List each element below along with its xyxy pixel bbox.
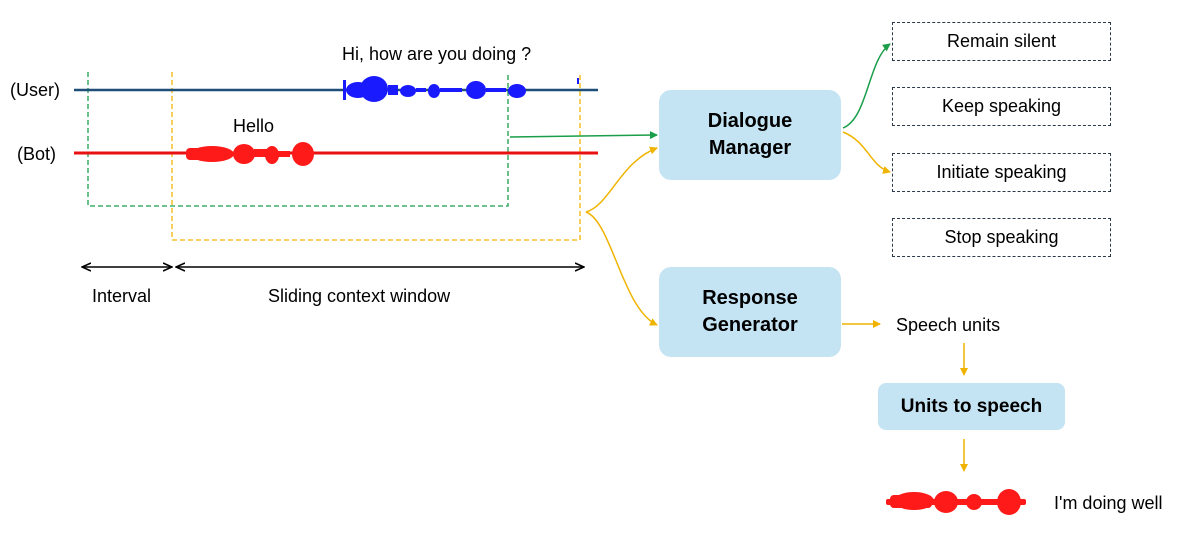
user-utterance: Hi, how are you doing ? [342, 44, 532, 64]
yellow-arrow-to-response-generator [585, 211, 658, 326]
bot-label: (Bot) [17, 144, 57, 164]
sliding-window-label: Sliding context window [268, 286, 451, 306]
speech-units-label: Speech units [896, 315, 1001, 335]
units-to-speech-box: Units to speech [878, 383, 1065, 430]
sliding-context-window-bracket [171, 72, 581, 241]
green-arrow-to-dialogue-manager [509, 131, 658, 140]
dialogue-manager-box: Dialogue Manager [659, 90, 841, 180]
action-initiate-speaking: Initiate speaking [892, 153, 1111, 192]
green-arrow-to-remain-silent [842, 43, 891, 129]
final-utterance-label: I'm doing well [1054, 493, 1163, 513]
action-stop-speaking: Stop speaking [892, 218, 1111, 257]
user-waveform [343, 76, 579, 102]
action-keep-speaking: Keep speaking [892, 87, 1111, 126]
yellow-arrow-to-initiate-speaking [842, 131, 891, 174]
bot-waveform [186, 142, 314, 166]
interval-label: Interval [92, 286, 152, 306]
dialogue-manager-label: Dialogue Manager [707, 110, 793, 159]
units-to-speech-label: Units to speech [900, 395, 1043, 417]
response-generator-label: Response Generator [702, 287, 798, 336]
response-generator-box: Response Generator [659, 267, 841, 357]
output-waveform [886, 489, 1026, 515]
action-remain-silent: Remain silent [892, 22, 1111, 61]
interval-window-bracket [87, 72, 509, 207]
bot-utterance: Hello [233, 116, 275, 136]
yellow-arrow-to-dialogue-manager [585, 146, 658, 213]
user-label: (User) [10, 80, 60, 100]
